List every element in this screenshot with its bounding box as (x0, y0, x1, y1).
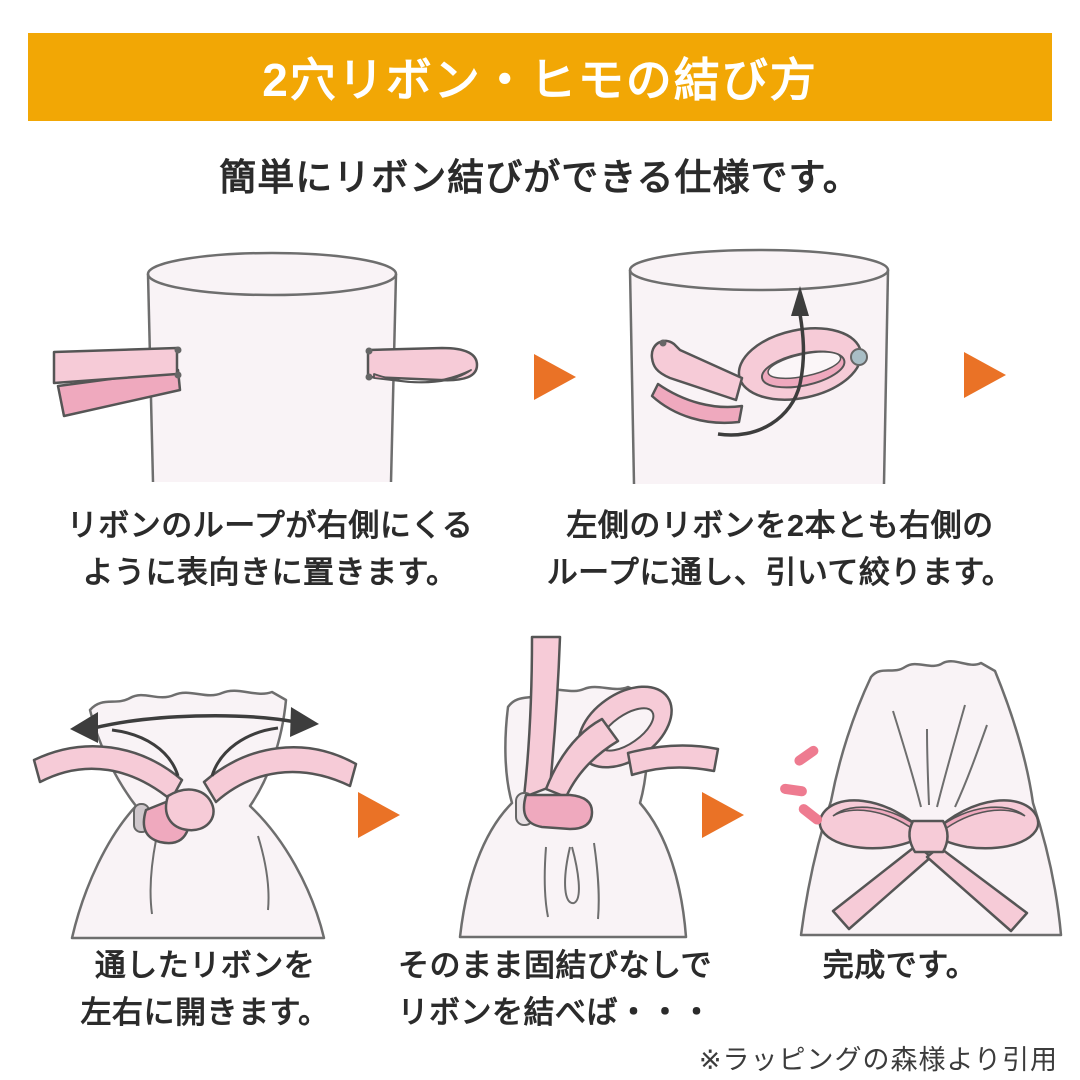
next-step-arrow-icon (532, 352, 578, 402)
step5-caption: 完成です。 (780, 943, 1020, 990)
step1-caption-line2: ように表向きに置きます。 (82, 554, 458, 590)
next-step-arrow-icon (962, 350, 1008, 400)
step3-illustration-spread-ribbon (28, 648, 362, 940)
spread-direction-arrow-icon (70, 707, 319, 777)
ribbon-knot (133, 788, 215, 845)
step4-illustration-tie-loop (420, 635, 724, 939)
page-title: 2穴リボン・ヒモの結び方 (262, 54, 818, 106)
curled-ribbon-end (650, 339, 744, 425)
step5-caption-line1: 完成です。 (822, 948, 978, 983)
right-ribbon-loop (365, 346, 479, 384)
bow-loops (818, 799, 1040, 850)
step2-caption-line1: 左側のリボンを2本とも右側の (566, 508, 994, 543)
step5-drawing (780, 660, 1063, 937)
next-step-arrow-icon (356, 790, 402, 840)
step3-caption: 通したリボンを 左右に開きます。 (50, 943, 360, 1036)
next-step-arrow-icon (700, 790, 746, 840)
step4-caption-line2: リボンを結べば・・・ (397, 994, 713, 1030)
sparkle-marks-icon (780, 745, 823, 825)
cylinder-bag (146, 251, 398, 483)
ribbon-loop-connect (544, 717, 720, 799)
step3-drawing (32, 689, 358, 940)
bow-tails (831, 843, 1029, 933)
step5-illustration-finished-bow (775, 645, 1079, 937)
step3-caption-line2: 左右に開きます。 (80, 994, 330, 1030)
ribbon-knot (515, 792, 594, 831)
step4-caption: そのまま固結びなしで リボンを結べば・・・ (385, 943, 725, 1036)
step1-illustration-cylinder-ribbon-ends (30, 238, 508, 496)
bow-knot (908, 819, 949, 854)
pull-direction-arrow-icon (717, 286, 809, 437)
step1-drawing (52, 251, 479, 483)
ribbon-loop-ring (737, 327, 863, 401)
step3-caption-line1: 通したリボンを (94, 948, 316, 983)
header-banner: 2穴リボン・ヒモの結び方 (28, 33, 1052, 121)
step2-drawing (628, 248, 890, 485)
step4-drawing (458, 635, 720, 939)
cylinder-bag (628, 248, 890, 485)
grommet-dot (850, 348, 868, 366)
step2-illustration-thread-loop (600, 236, 968, 492)
step2-caption-line2: ループに通し、引いて絞ります。 (546, 554, 1014, 590)
step2-caption: 左側のリボンを2本とも右側の ループに通し、引いて絞ります。 (540, 503, 1020, 596)
subtitle-text: 簡単にリボン結びができる仕様です。 (219, 157, 861, 198)
step1-caption: リボンのループが右側にくる ように表向きに置きます。 (40, 503, 500, 596)
source-credit: ※ラッピングの森様より引用 (698, 1045, 1058, 1075)
step1-caption-line1: リボンのループが右側にくる (66, 508, 474, 543)
step4-caption-line1: そのまま固結びなしで (397, 948, 713, 983)
gathered-bag (799, 660, 1063, 937)
left-ribbon-ends (52, 346, 182, 418)
